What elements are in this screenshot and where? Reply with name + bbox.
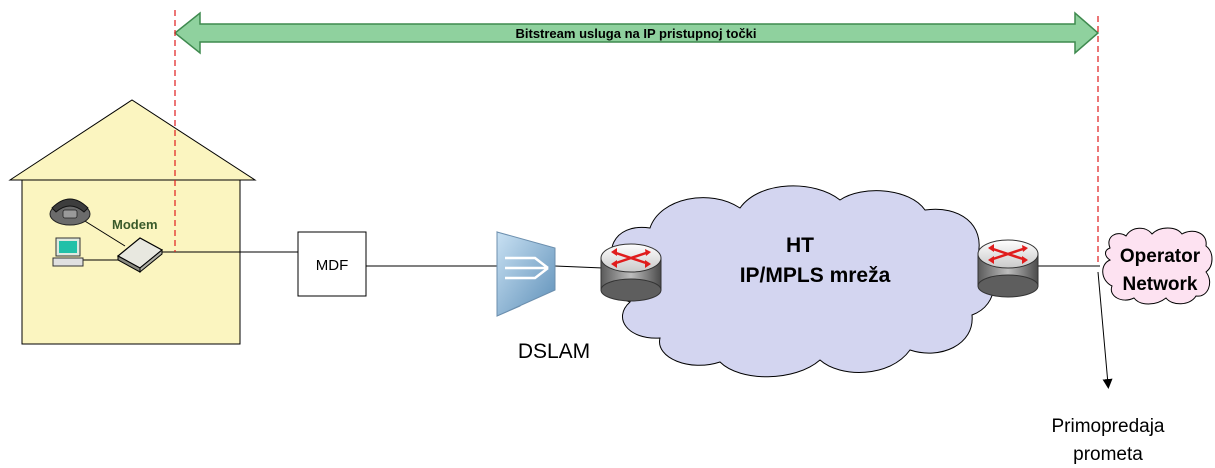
router-icon (600, 243, 662, 302)
operator-cloud (1102, 227, 1213, 305)
ht-cloud-title: HT (786, 234, 814, 257)
operator-cloud-subtitle: Network (1123, 274, 1198, 295)
dslam-icon (496, 231, 556, 317)
router-icon (977, 239, 1039, 298)
banner-label: Bitstream usluga na IP pristupnoj točki (515, 26, 756, 41)
modem-label: Modem (112, 217, 158, 232)
dslam-router-line (554, 265, 604, 269)
handover-label-line1: Primopredaja (1052, 416, 1165, 437)
operator-cloud-title: Operator (1120, 246, 1201, 267)
handover-label-line2: prometa (1073, 444, 1143, 465)
telephone-icon (49, 198, 91, 226)
ht-cloud-subtitle: IP/MPLS mreža (740, 264, 891, 287)
mdf-label: MDF (316, 257, 349, 274)
phone-modem-line (79, 217, 126, 247)
modem-icon (116, 237, 164, 274)
handover-arrow (1097, 271, 1113, 389)
dslam-label: DSLAM (518, 340, 590, 363)
double-arrow-icon (173, 11, 1100, 55)
ht-cloud (611, 185, 995, 378)
house-roof (8, 99, 257, 181)
bitstream-service-banner: Bitstream usluga na IP pristupnoj točki (173, 11, 1100, 55)
computer-icon (52, 237, 84, 267)
mdf-box (297, 231, 367, 297)
